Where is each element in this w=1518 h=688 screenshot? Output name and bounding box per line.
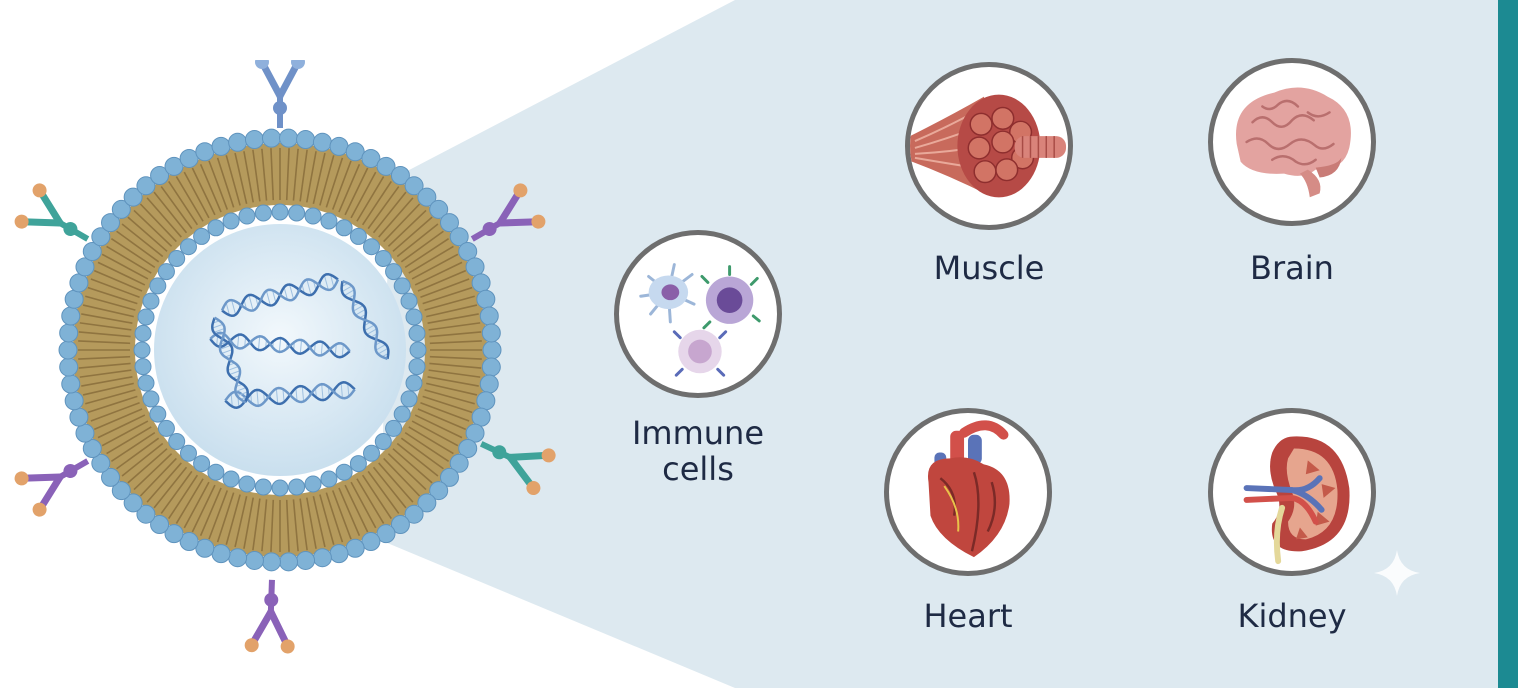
muscle-label: Muscle — [933, 249, 1045, 287]
heart-label: Heart — [923, 597, 1013, 635]
brain-label: Brain — [1250, 249, 1334, 287]
kidney-icon — [1208, 408, 1376, 576]
heart-icon — [884, 408, 1052, 576]
immune-cells-icon — [614, 230, 782, 398]
kidney-label: Kidney — [1237, 597, 1347, 635]
immune-cells-label-line1: Immune — [631, 414, 765, 452]
immune-cells-label-line2: cells — [662, 450, 734, 488]
lipid-nanoparticle-illustration — [14, 60, 556, 654]
sparkle-icon — [1374, 550, 1420, 596]
muscle-fiber-icon — [905, 62, 1073, 230]
nucleic-acid-payload — [209, 272, 390, 409]
immune-cells-label: Immune cells — [614, 415, 782, 487]
brain-icon — [1208, 58, 1376, 226]
accent-bar — [1498, 0, 1518, 688]
lipid-bilayer — [58, 128, 502, 572]
surface-antibodies — [14, 60, 556, 654]
